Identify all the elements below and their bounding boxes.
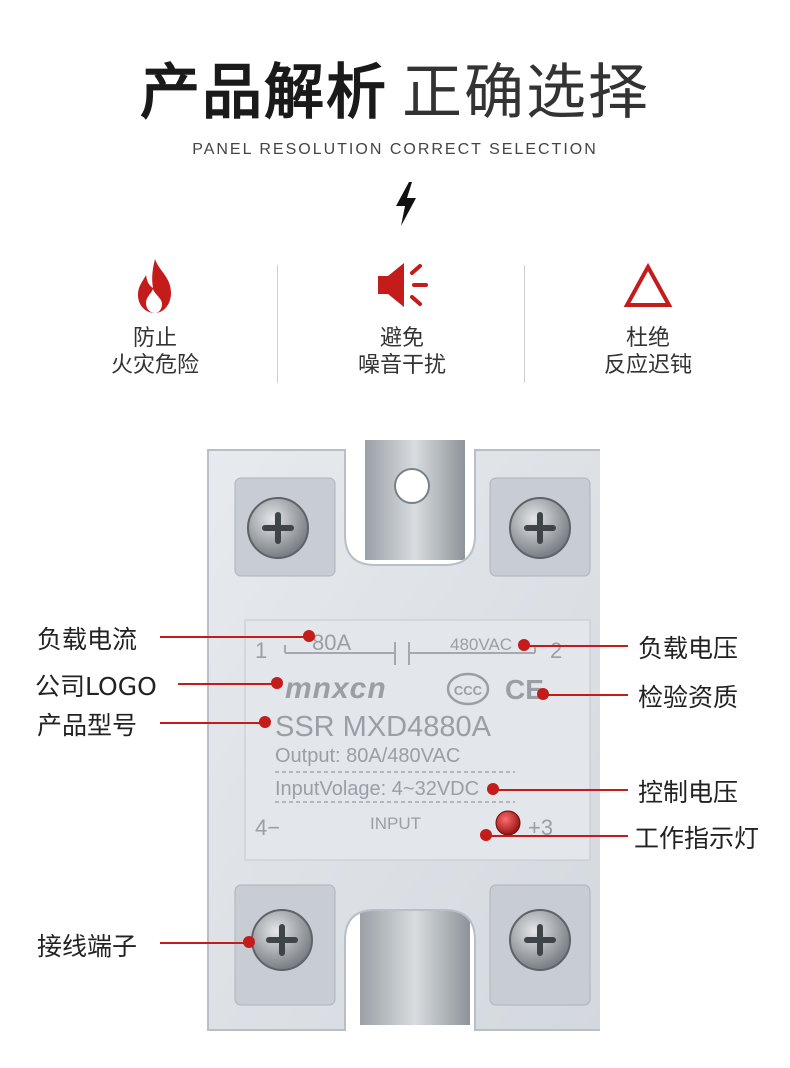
page-title: 产品解析正确选择	[0, 58, 790, 128]
terminal-screw	[509, 497, 571, 559]
terminal-2-label: 2	[550, 638, 562, 663]
callout-dot	[480, 829, 492, 841]
brand-logo: mnxcn	[285, 672, 387, 705]
current-rating: 80A	[312, 630, 351, 655]
feature-fire-line2: 火灾危险	[110, 353, 199, 378]
minus-terminal-label: 4−	[255, 815, 280, 840]
model-number: SSR MXD4880A	[275, 711, 492, 743]
mounting-plate-bottom	[360, 900, 470, 1025]
callout-certification: 检验资质	[638, 683, 739, 712]
feature-response: 杜绝 反应迟钝	[548, 255, 748, 379]
callout-dot	[518, 639, 530, 651]
callout-company-logo: 公司LOGO	[35, 672, 157, 701]
divider	[277, 265, 278, 383]
ccc-mark: CCC	[446, 672, 490, 706]
title-bold: 产品解析	[140, 58, 388, 128]
callout-dot	[487, 783, 499, 795]
lightning-bolt-icon	[396, 182, 416, 226]
speaker-icon	[378, 263, 428, 307]
divider	[524, 265, 525, 383]
label-panel	[244, 619, 591, 861]
callout-terminal: 接线端子	[37, 932, 138, 961]
warning-triangle-icon	[623, 262, 673, 307]
feature-noise: 避免 噪音干扰	[302, 255, 502, 379]
mounting-hole-top	[394, 468, 430, 504]
callout-control-voltage: 控制电压	[638, 778, 739, 807]
callout-dot	[303, 630, 315, 642]
input-voltage: InputVolage: 4~32VDC	[275, 778, 479, 800]
callout-dot	[271, 677, 283, 689]
indicator-led	[495, 810, 521, 836]
terminal-1-label: 1	[255, 638, 267, 663]
feature-response-line2: 反应迟钝	[603, 353, 692, 378]
terminal-screw	[251, 909, 313, 971]
callout-load-current: 负载电流	[37, 625, 138, 654]
page-subtitle: PANEL RESOLUTION CORRECT SELECTION	[192, 141, 598, 158]
output-rating: Output: 80A/480VAC	[275, 745, 460, 767]
title-light: 正确选择	[402, 58, 650, 128]
callout-indicator-light: 工作指示灯	[634, 824, 760, 853]
input-label: INPUT	[370, 814, 421, 833]
callout-load-voltage: 负载电压	[638, 634, 739, 663]
flame-icon	[138, 259, 171, 313]
feature-fire-line1: 防止	[132, 326, 177, 351]
circuit-line	[285, 642, 535, 665]
callout-dot	[537, 688, 549, 700]
callout-product-model: 产品型号	[37, 711, 138, 740]
feature-noise-line1: 避免	[379, 326, 424, 351]
feature-fire: 防止 火灾危险	[55, 255, 255, 379]
voltage-rating: 480VAC	[450, 635, 512, 654]
terminal-screw	[509, 909, 571, 971]
svg-text:CCC: CCC	[454, 683, 483, 698]
terminal-screw	[247, 497, 309, 559]
callout-dot	[243, 936, 255, 948]
solid-state-relay: 1 80A 480VAC 2 mnxcn CCC CE SSR MXD4880A…	[207, 440, 600, 1031]
callout-dot	[259, 716, 271, 728]
feature-response-line1: 杜绝	[625, 326, 670, 351]
feature-noise-line2: 噪音干扰	[357, 353, 446, 378]
